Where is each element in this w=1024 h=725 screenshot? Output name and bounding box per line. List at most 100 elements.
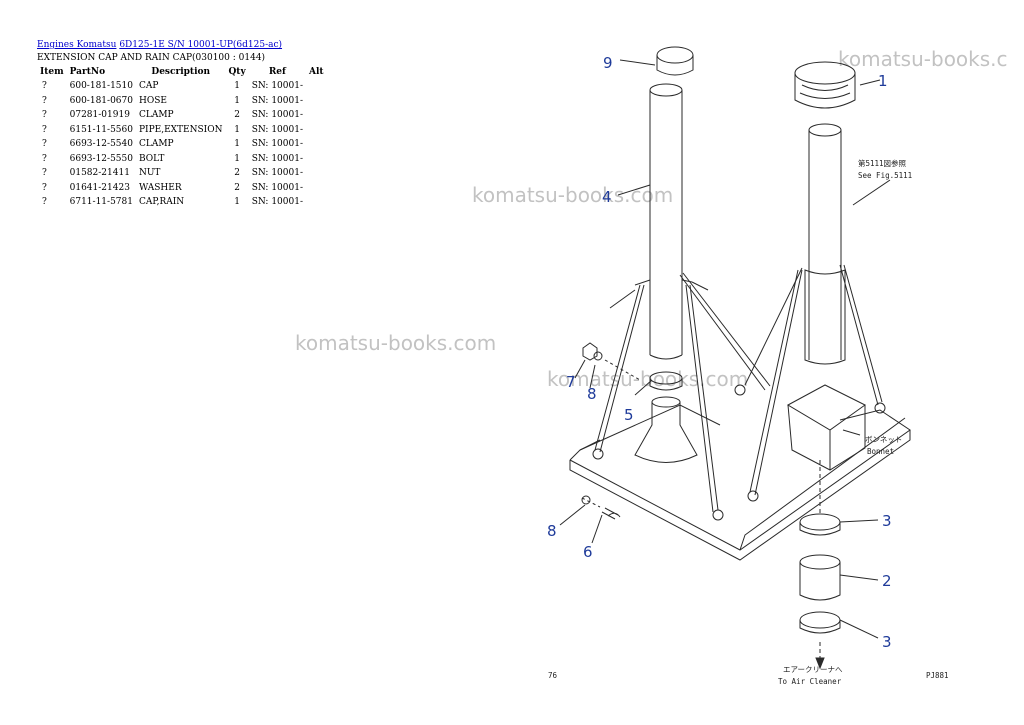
cell-ref: SN: 10001- [251,197,303,208]
parts-table: Item PartNo Description Qty Ref Alt ? 600… [37,66,327,210]
cell-alt [306,152,327,167]
callout-5: 5 [624,406,634,424]
see-fig-jp-label: 第5111図参照 [858,158,907,168]
header-item: Item [40,67,64,77]
bonnet-jp-label: ボンネット [865,435,902,444]
cell-qty: 2 [234,110,240,121]
washer-8-part [581,495,591,505]
cell-description: CAP,RAIN [138,197,185,208]
table-header-row: Item PartNo Description Qty Ref Alt [37,66,327,79]
cell-partno: 600-181-0670 [69,95,133,106]
cell-partno: 6711-11-5781 [69,197,133,208]
cell-item: ? [42,153,47,164]
breadcrumb-link-engines[interactable]: Engines Komatsu [37,40,117,50]
cell-partno: 6693-12-5540 [69,139,133,150]
cell-description: CLAMP [138,139,174,150]
cell-ref: SN: 10001- [251,110,303,121]
page-number: 76 [548,671,558,680]
cell-partno: 600-181-1510 [69,81,133,92]
cell-qty: 1 [234,197,240,208]
cap-9-part [656,46,694,64]
cell-description: CAP [138,81,159,92]
cell-qty: 1 [234,153,240,164]
header-alt: Alt [309,67,324,77]
cell-qty: 1 [234,124,240,135]
cell-description: PIPE,EXTENSION [138,124,223,135]
cell-alt [306,166,327,181]
cell-item: ? [42,110,47,121]
callout-3: 3 [882,633,892,651]
cell-partno: 07281-01919 [69,110,130,121]
bolt-6-part [601,507,621,520]
cell-qty: 1 [234,139,240,150]
cell-item: ? [42,139,47,150]
air-cleaner-label: To Air Cleaner [778,677,842,686]
cell-description: BOLT [138,153,165,164]
figure-code: PJ881 [926,671,949,680]
see-fig-label: See Fig.5111 [858,171,912,180]
air-cleaner-jp-label: エアークリーナへ [783,665,843,674]
watermark: komatsu-books.com [547,367,749,391]
cell-qty: 1 [234,95,240,106]
cell-alt [306,195,327,210]
callout-8: 8 [587,385,597,403]
header-ref: Ref [268,67,286,77]
cell-ref: SN: 10001- [251,168,303,179]
cell-alt [306,94,327,109]
cell-qty: 1 [234,81,240,92]
watermark: komatsu-books.com [472,183,674,207]
cell-qty: 2 [234,182,240,193]
parts-diagram: 9 1 4 7 8 5 8 6 3 2 3 第5111図参照 See Fig.5… [547,46,949,686]
cell-ref: SN: 10001- [251,81,303,92]
cell-alt [306,181,327,196]
cell-ref: SN: 10001- [251,95,303,106]
rain-cap-1-part [794,61,856,85]
cell-description: CLAMP [138,110,174,121]
cell-description: NUT [138,168,161,179]
header-partno: PartNo [69,67,106,77]
callout-1: 1 [878,72,888,90]
header-description: Description [151,67,211,77]
breadcrumb-link-model[interactable]: 6D125-1E S/N 10001-UP(6d125-ac) [119,40,283,50]
cell-item: ? [42,124,47,135]
callout-6: 6 [583,543,593,561]
cell-qty: 2 [234,168,240,179]
cell-ref: SN: 10001- [251,124,303,135]
callout-7: 7 [566,373,576,391]
cell-partno: 6693-12-5550 [69,153,133,164]
table-row: ? 6151-11-5560 PIPE,EXTENSION 1 SN: 10001- [37,123,327,138]
cell-alt [306,108,327,123]
bonnet-label: Bonnet [867,447,894,456]
cell-partno: 6151-11-5560 [69,124,133,135]
cell-item: ? [42,182,47,193]
hose-2-part [799,554,841,570]
watermark: komatsu-books.c [838,47,1008,71]
cell-alt [306,123,327,138]
breadcrumb: Engines Komatsu 6D125-1E S/N 10001-UP(6d… [37,40,282,50]
clamp-3-part [799,513,841,531]
watermark: komatsu-books.com [295,331,497,355]
cell-ref: SN: 10001- [251,139,303,150]
table-row: ? 07281-01919 CLAMP 2 SN: 10001- [37,108,327,123]
cell-alt [306,79,327,94]
cell-partno: 01641-21423 [69,182,130,193]
callout-9: 9 [603,54,613,72]
cell-item: ? [42,197,47,208]
cell-item: ? [42,95,47,106]
callout-2: 2 [882,572,892,590]
table-row: ? 6711-11-5781 CAP,RAIN 1 SN: 10001- [37,195,327,210]
page-title: EXTENSION CAP AND RAIN CAP(030100 : 0144… [37,53,266,63]
cell-item: ? [42,168,47,179]
clamp-5-part [649,371,683,385]
callout-4: 4 [602,188,612,206]
clamp-3-part [799,611,841,629]
cell-alt [306,137,327,152]
callout-3: 3 [882,512,892,530]
header-qty: Qty [228,67,246,77]
table-row: ? 6693-12-5540 CLAMP 1 SN: 10001- [37,137,327,152]
